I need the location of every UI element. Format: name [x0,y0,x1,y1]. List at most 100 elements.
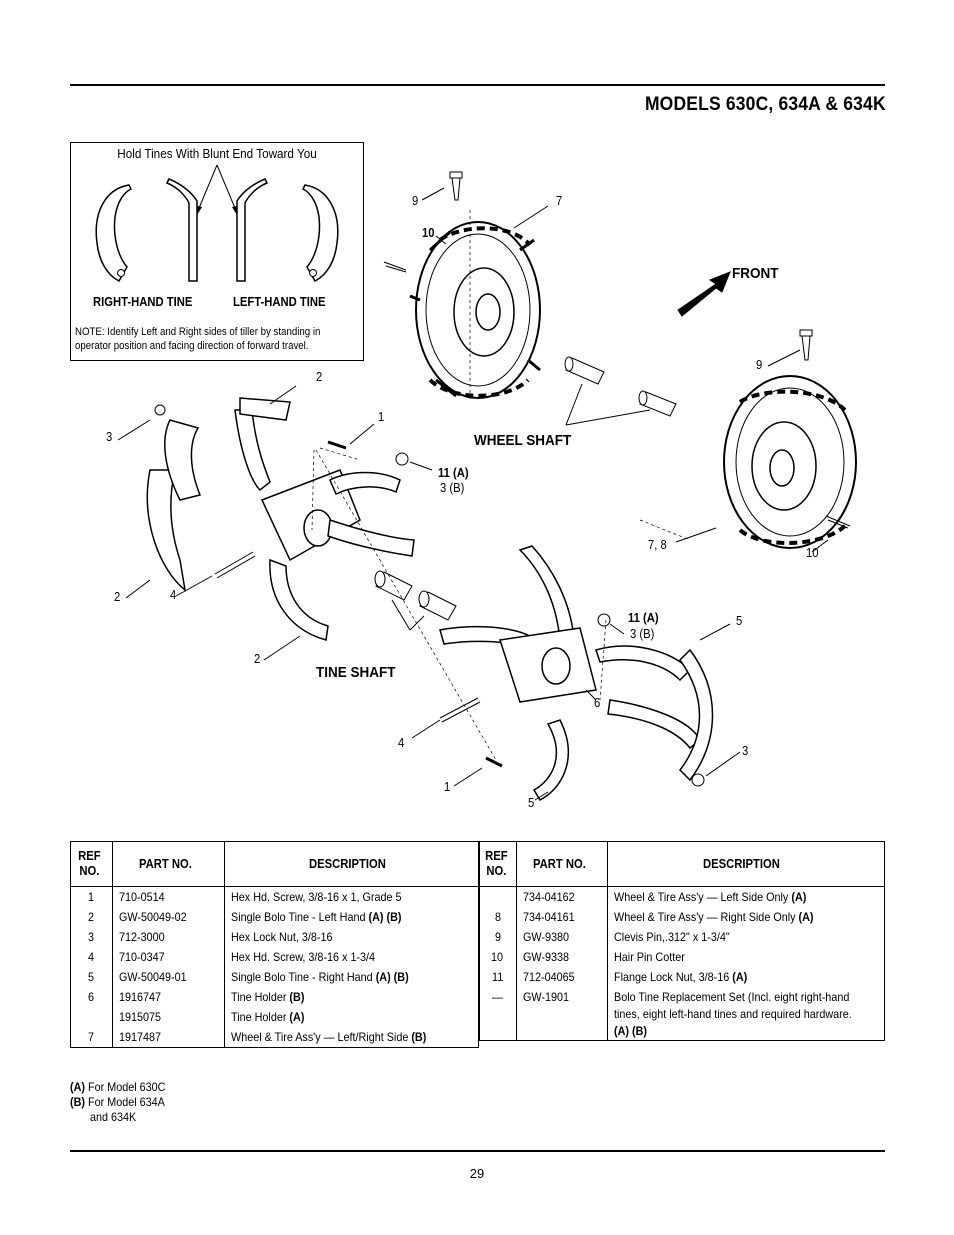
ref-cell: 8 [479,907,517,927]
ref-cell: 6 [70,987,113,1007]
callout-3b: 3 (B) [630,627,655,641]
ref-cell: 11 [479,967,517,987]
callout-2: 2 [316,370,323,384]
footnote-text: For Model 634A [85,1095,165,1109]
part-no-cell: GW-9338 [515,947,608,967]
ref-cell [70,1007,113,1027]
part-no-cell: 710-0514 [111,886,225,907]
callout-11a: 11 (A) [628,611,659,625]
ref-cell: 7 [70,1027,113,1048]
part-no-cell: GW-9380 [515,927,608,947]
description-cell: Wheel & Tire Ass'y — Right Side Only (A) [606,907,886,927]
model-mark: (A) [791,890,807,904]
ref-no-header: REF NO. [479,841,517,887]
tine-shaft [374,570,457,621]
ref-cell: 2 [70,907,113,927]
right-wheel-tire [723,375,857,549]
top-rule [70,84,885,86]
callout-4: 4 [398,736,405,750]
front-label: FRONT [732,265,779,282]
front-arrow-icon [677,271,731,317]
part-no-cell: GW-1901 [515,987,608,1041]
callout-6: 6 [594,696,601,710]
lower-tine-assembly [439,545,714,801]
description-cell: Bolo Tine Replacement Set (Incl. eight r… [606,987,886,1041]
description-cell: Hex Hd. Screw, 3/8-16 x 1, Grade 5 [223,886,480,907]
part-no-cell: 712-3000 [111,927,225,947]
callout-2: 2 [254,652,261,666]
left-wheel-tire [409,221,541,399]
tine-shaft-label: TINE SHAFT [316,664,396,681]
footnote-key: (B) [70,1095,86,1109]
hold-tines-text: Hold Tines With Blunt End Toward You [117,146,317,161]
wheel-shaft-label: WHEEL SHAFT [474,432,572,449]
model-mark: (A) [289,1010,305,1024]
part-no-header: PART NO. [515,841,608,887]
footnote-line: (B) For Model 634A [70,1095,176,1110]
part-no-cell: 710-0347 [111,947,225,967]
part-no-cell: 734-04162 [515,886,608,907]
part-no-cell: GW-50049-02 [111,907,225,927]
callout-1: 1 [444,780,451,794]
description-header: DESCRIPTION [223,841,480,887]
description-cell: Tine Holder (B) [223,987,480,1007]
description-cell: Single Bolo Tine - Right Hand (A) (B) [223,967,480,987]
part-no-cell: 1915075 [111,1007,225,1027]
footnote-line: and 634K [70,1110,176,1125]
ref-cell: 9 [479,927,517,947]
callout-3: 3 [106,430,113,444]
description-header: DESCRIPTION [606,841,886,887]
callout-9: 9 [756,358,763,372]
description-cell: Hair Pin Cotter [606,947,886,967]
exploded-parts-diagram [117,171,857,801]
ref-cell: 4 [70,947,113,967]
bottom-rule [70,1150,885,1152]
wheel-shaft [564,356,677,417]
models-title: MODELS 630C, 634A & 634K [645,94,886,115]
ref-cell [479,886,517,907]
part-no-cell: 1917487 [111,1027,225,1048]
footnote-line: (A) For Model 630C [70,1080,176,1095]
ref-no-header: REF NO. [70,841,113,887]
tine-orientation-drawing [95,164,339,282]
description-cell: Clevis Pin,.312" x 1-3/4" [606,927,886,947]
model-mark: (A) (B) [613,1024,647,1038]
callout-2: 2 [114,590,121,604]
callout-1: 1 [378,410,385,424]
footnote-text: For Model 630C [85,1080,166,1094]
model-mark: (B) [411,1030,427,1044]
model-mark: (A) [732,970,748,984]
callout-3b: 3 (B) [440,481,465,495]
inset-note: NOTE: Identify Left and Right sides of t… [75,326,321,352]
model-mark: (A) (B) [368,910,402,924]
callout-7: 7 [556,194,563,208]
callout-10: 10 [806,546,819,560]
callout-3: 3 [742,744,749,758]
ref-cell: 1 [70,886,113,907]
callout-9: 9 [412,194,419,208]
callout-10: 10 [422,226,435,240]
page-number: 29 [469,1166,485,1181]
ref-cell: 3 [70,927,113,947]
part-no-cell: 1916747 [111,987,225,1007]
callout-11a: 11 (A) [438,466,469,480]
description-cell: Hex Hd. Screw, 3/8-16 x 1-3/4 [223,947,480,967]
ref-cell: 10 [479,947,517,967]
model-mark: (B) [289,990,305,1004]
callout-4: 4 [170,588,177,602]
